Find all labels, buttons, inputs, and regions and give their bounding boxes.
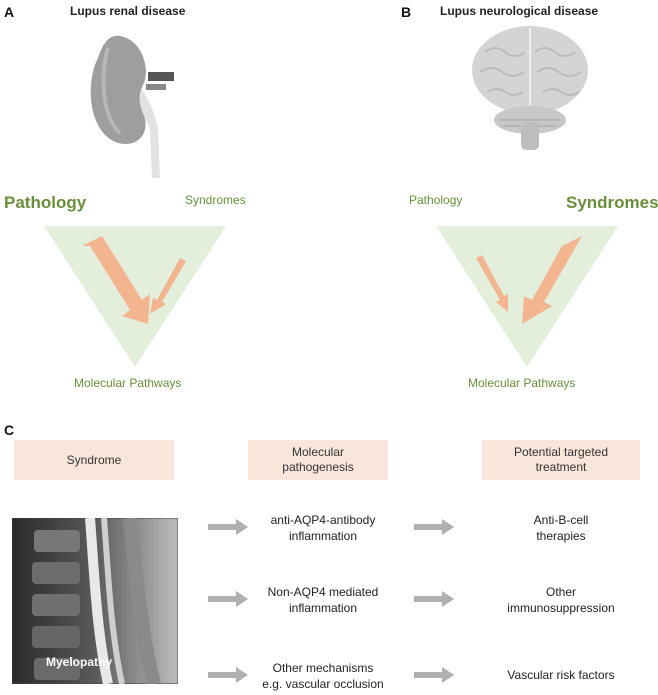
- row3-arrow-left: [208, 667, 248, 683]
- panel-a-thick-arrow: [82, 236, 150, 324]
- brain-illustration: [472, 26, 588, 150]
- panel-a-letter: A: [4, 4, 15, 20]
- row2-arrow-left: [208, 591, 248, 607]
- row3-mechanism-line2: e.g. vascular occlusion: [262, 677, 384, 692]
- row3-arrow-right: [414, 667, 454, 683]
- myelopathy-mri-image: [12, 518, 178, 684]
- row2-treatment-line1: Other: [545, 585, 576, 599]
- row2-treatment-line2: immunosuppression: [507, 601, 615, 616]
- header-molecular-pathogenesis: Molecular pathogenesis: [248, 440, 388, 480]
- row1-arrow-right: [414, 519, 454, 535]
- row1-mechanism: anti-AQP4-antibody inflammation: [258, 512, 388, 544]
- row2-arrow-right: [414, 591, 454, 607]
- row1-treatment-line2: therapies: [536, 529, 586, 544]
- header-treatment-line2: treatment: [535, 460, 587, 474]
- panel-a-triangle-diagram: [44, 226, 226, 367]
- row1-arrow-left: [208, 519, 248, 535]
- row1-mechanism-line2: inflammation: [288, 529, 358, 544]
- row2-mechanism: Non-AQP4 mediated inflammation: [258, 584, 388, 616]
- panel-a-thin-arrow: [150, 258, 186, 314]
- row3-treatment: Vascular risk factors: [488, 667, 634, 683]
- panel-b-triangle-diagram: [436, 226, 618, 367]
- row2-mechanism-line2: inflammation: [288, 601, 358, 616]
- panel-b-thick-arrow: [522, 236, 582, 324]
- panel-b-title: Lupus neurological disease: [440, 4, 599, 18]
- row3-treatment-line1: Vascular risk factors: [507, 668, 615, 682]
- panel-b-pathology-label: Pathology: [409, 193, 463, 207]
- header-molecular-line1: Molecular: [291, 445, 345, 459]
- header-potential-treatment: Potential targeted treatment: [482, 440, 640, 480]
- panel-c-letter: C: [4, 422, 15, 438]
- row3-mechanism: Other mechanisms e.g. vascular occlusion: [250, 660, 396, 692]
- row1-mechanism-line1: anti-AQP4-antibody: [270, 513, 376, 527]
- row1-treatment: Anti-B-cell therapies: [488, 512, 634, 544]
- header-syndrome-text: Syndrome: [66, 452, 122, 467]
- panel-b-letter: B: [401, 4, 412, 20]
- header-syndrome: Syndrome: [14, 440, 174, 480]
- row3-mechanism-line1: Other mechanisms: [272, 661, 374, 675]
- myelopathy-label: Myelopathy: [46, 655, 113, 669]
- row2-mechanism-line1: Non-AQP4 mediated: [267, 585, 379, 599]
- panel-b-pathways-label: Molecular Pathways: [468, 376, 576, 390]
- panel-a-title: Lupus renal disease: [70, 4, 186, 18]
- panel-b-thin-arrow: [476, 255, 508, 312]
- kidney-illustration: [90, 35, 174, 178]
- panel-b-syndromes-label: Syndromes: [566, 193, 658, 212]
- row1-treatment-line1: Anti-B-cell: [533, 513, 589, 527]
- panel-a-syndromes-label: Syndromes: [185, 193, 246, 207]
- panel-a-pathology-label: Pathology: [4, 193, 87, 212]
- header-treatment-line1: Potential targeted: [513, 445, 609, 459]
- panel-a-pathways-label: Molecular Pathways: [74, 376, 182, 390]
- row2-treatment: Other immunosuppression: [488, 584, 634, 616]
- header-molecular-line2: pathogenesis: [282, 460, 354, 474]
